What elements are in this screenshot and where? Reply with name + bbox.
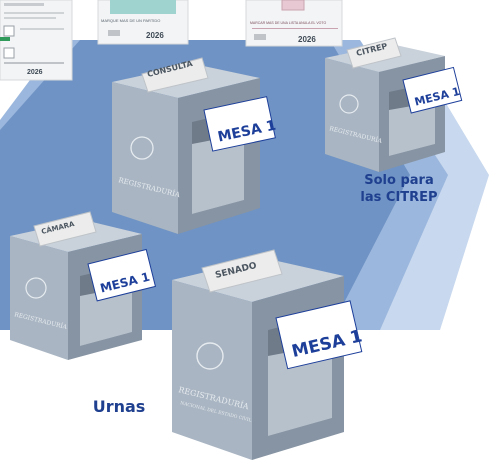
urn-camara: CÁMARA MESA 1 REGISTRADURÍA — [10, 211, 157, 360]
ballot-right: MARCAR MAS DE UNA LISTA ANULA EL VOTO 20… — [245, 0, 343, 47]
ballot-left-year: 2026 — [27, 69, 43, 76]
caption-urnas-text: Urnas — [92, 397, 146, 416]
urn-citrep-card — [402, 66, 463, 114]
ballot-right-year: 2026 — [298, 35, 316, 44]
caption-citrep-line1: Solo para — [364, 173, 434, 188]
ballot-left: 2026 — [0, 0, 73, 81]
caption-urnas: Urnas — [84, 397, 154, 416]
urn-consulta: CONSULTA MESA 1 REGISTRADURÍA — [112, 57, 277, 234]
ballot-center-year: 2026 — [146, 31, 164, 40]
ballot-right-header: MARCAR MAS DE UNA LISTA ANULA EL VOTO — [250, 21, 326, 25]
urn-camara-card — [87, 248, 157, 302]
urn-consulta-card — [203, 96, 276, 152]
ballot-center-header: MARQUE MAS DE UN PARTIDO — [101, 18, 160, 23]
caption-citrep-line2: las CITREP — [360, 190, 438, 205]
urn-citrep: CITREP MESA 1 REGISTRADURÍA — [325, 37, 463, 172]
caption-citrep: Solo para las CITREP — [340, 172, 458, 206]
urn-senado-card — [275, 300, 363, 370]
ballot-center: MARQUE MAS DE UN PARTIDO 2026 — [97, 0, 189, 45]
urn-senado: SENADO MESA 1 REGISTRADURÍA NACIONAL DEL… — [172, 249, 364, 460]
